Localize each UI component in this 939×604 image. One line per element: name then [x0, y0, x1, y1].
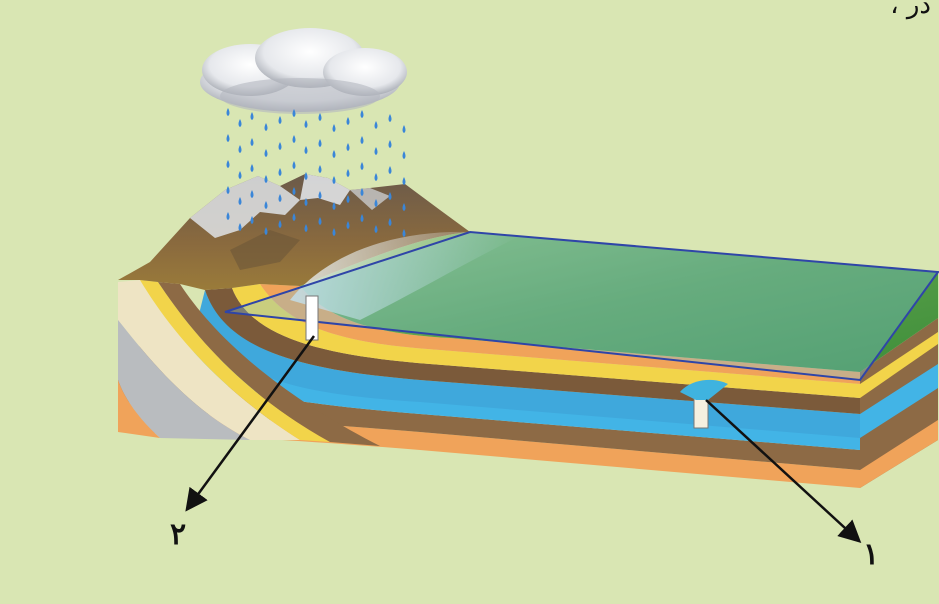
arrow-1	[705, 399, 862, 544]
rain-drop	[304, 224, 308, 232]
left-gray-rock	[118, 320, 250, 440]
rain-drop	[238, 119, 242, 127]
rain-drop	[238, 171, 242, 179]
rain-drop	[238, 197, 242, 205]
rain-drop	[318, 165, 322, 173]
rain-drop	[402, 177, 406, 185]
rain-drop	[402, 229, 406, 237]
rain-drop	[374, 173, 378, 181]
arrow-2	[185, 335, 316, 512]
rain-drop	[278, 168, 282, 176]
rain-drop	[264, 175, 268, 183]
rain-drop	[264, 149, 268, 157]
rain-drop	[346, 195, 350, 203]
rain-drop	[238, 145, 242, 153]
rain-drop	[318, 113, 322, 121]
rock-layers	[118, 280, 938, 488]
rain-drop	[318, 217, 322, 225]
rain-drop	[264, 227, 268, 235]
rain-drop	[374, 147, 378, 155]
rain-drop	[360, 214, 364, 222]
rain-drop	[278, 142, 282, 150]
rain-drop	[318, 139, 322, 147]
rain-drop	[238, 223, 242, 231]
rain-drop	[264, 201, 268, 209]
label-1: ۱	[863, 537, 880, 572]
rain-drop	[226, 134, 230, 142]
rain-drop	[402, 203, 406, 211]
rain-drop	[292, 213, 296, 221]
left-orange-edge	[118, 380, 160, 438]
rain-drop	[318, 191, 322, 199]
rain-drops	[226, 108, 406, 237]
rain-drop	[226, 212, 230, 220]
rain-drop	[226, 160, 230, 168]
rain-drop	[360, 110, 364, 118]
rain-drop	[388, 114, 392, 122]
rain-drop	[388, 140, 392, 148]
rain-drop	[292, 135, 296, 143]
rain-drop	[250, 190, 254, 198]
water-table-plane	[224, 230, 939, 382]
rain-drop	[332, 228, 336, 236]
rain-drop	[278, 220, 282, 228]
well-2	[305, 295, 319, 341]
left-yellow-layer	[140, 280, 330, 442]
left-brown-layer	[158, 282, 380, 446]
mist	[290, 231, 520, 320]
rain-drop	[346, 117, 350, 125]
rain-drop	[374, 121, 378, 129]
rain-drop	[250, 216, 254, 224]
rain-drop	[226, 108, 230, 116]
rain-drop	[332, 150, 336, 158]
rain-drop	[304, 198, 308, 206]
corner-text: ، در	[890, 0, 931, 20]
rain-drop	[250, 112, 254, 120]
rain-drop	[374, 199, 378, 207]
rain-drop	[360, 188, 364, 196]
lower-clay-layer	[118, 340, 860, 470]
rain-drop	[360, 162, 364, 170]
rain-drop	[292, 187, 296, 195]
bottom-orange-layer	[118, 400, 860, 488]
rain-drop	[388, 192, 392, 200]
rain-drop	[250, 138, 254, 146]
rain-drop	[278, 116, 282, 124]
rain-drop	[388, 218, 392, 226]
rain-drop	[360, 136, 364, 144]
rain-drop	[304, 172, 308, 180]
mountain	[118, 174, 470, 290]
rain-drop	[292, 109, 296, 117]
upper-clay-layer	[205, 288, 860, 414]
left-cream-layer	[118, 280, 300, 440]
rain-cloud	[200, 28, 407, 114]
confined-aquifer-band	[198, 290, 860, 438]
rain-drop	[402, 125, 406, 133]
rain-drop	[332, 202, 336, 210]
rain-drop	[278, 194, 282, 202]
rain-drop	[226, 186, 230, 194]
sand-layer	[232, 284, 860, 398]
rain-drop	[304, 120, 308, 128]
rain-drop	[250, 164, 254, 172]
label-2: ۲	[170, 517, 187, 552]
rain-drop	[264, 123, 268, 131]
rain-drop	[346, 143, 350, 151]
rain-drop	[292, 161, 296, 169]
right-side-orange	[860, 420, 938, 488]
right-side-yellow	[860, 332, 938, 398]
rain-drop	[304, 146, 308, 154]
rain-drop	[388, 166, 392, 174]
rain-drop	[374, 225, 378, 233]
rain-drop	[346, 169, 350, 177]
rain-drop	[346, 221, 350, 229]
right-side-aquifer	[860, 364, 938, 438]
rain-drop	[402, 151, 406, 159]
rain-drop	[332, 176, 336, 184]
rain-drop	[332, 124, 336, 132]
artesian-water	[680, 379, 728, 400]
